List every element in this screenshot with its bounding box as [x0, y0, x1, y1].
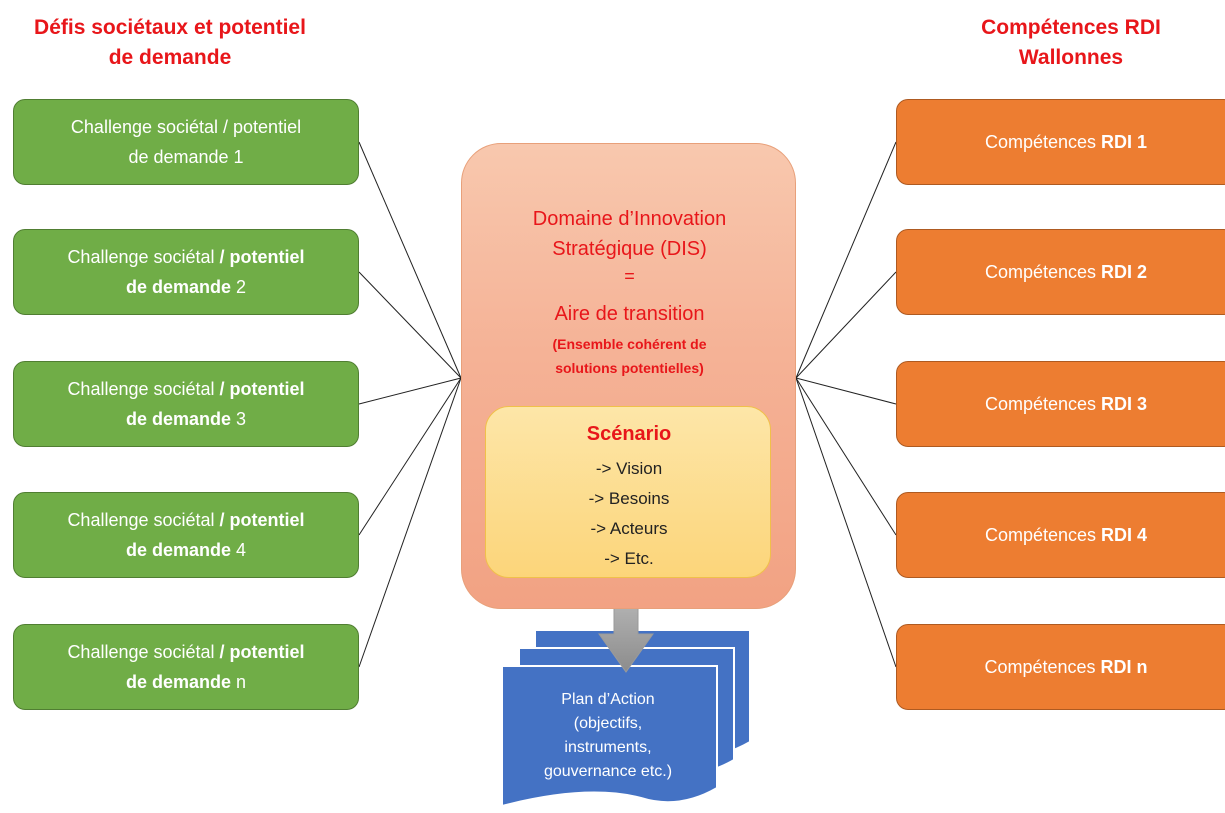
- left-heading: Défis sociétaux et potentiel de demande: [34, 16, 306, 69]
- scenario-box: Scénario -> Vision -> Besoins -> Acteurs…: [485, 406, 771, 578]
- challenge-box-1: Challenge sociétal / potentiel de demand…: [13, 99, 359, 185]
- dis-transition: Aire de transition: [554, 303, 705, 325]
- connector-challenge-1: [358, 141, 462, 379]
- challenge-label: Challenge sociétal / potentiel: [70, 117, 302, 137]
- connector-competence-2: [795, 271, 897, 379]
- challenge-index: 4: [236, 540, 247, 560]
- competence-box-n: Compétences RDI n: [896, 624, 1225, 710]
- connector-challenge-n: [358, 377, 462, 668]
- connector-competence-1: [795, 141, 897, 379]
- dis-equals: =: [624, 266, 635, 286]
- competence-label: Compétences: [984, 393, 1097, 414]
- challenge-label-bold: / potentiel: [219, 379, 305, 399]
- connector-competence-3: [795, 377, 897, 405]
- scenario-item: -> Besoins: [588, 489, 670, 508]
- connector-competence-n: [795, 377, 897, 668]
- challenge-label: Challenge sociétal: [67, 510, 215, 530]
- challenge-label-bold: / potentiel: [219, 510, 305, 530]
- scenario-item: -> Acteurs: [590, 519, 668, 538]
- connector-challenge-2: [358, 271, 462, 379]
- dis-subtitle: (Ensemble cohérent de solutions potentie…: [552, 336, 707, 376]
- competence-box-2: Compétences RDI 2: [896, 229, 1225, 315]
- challenge-label-bold: de demande: [125, 540, 231, 560]
- competence-label: Compétences: [984, 656, 1096, 677]
- challenge-box-3: Challenge sociétal / potentiel de demand…: [13, 361, 359, 447]
- challenge-index: 3: [236, 409, 247, 429]
- competence-label: Compétences: [984, 131, 1097, 152]
- dis-title: Domaine d’Innovation Stratégique (DIS): [532, 208, 727, 260]
- competence-box-4: Compétences RDI 4: [896, 492, 1225, 578]
- plan-document-front: [501, 665, 718, 808]
- challenge-label: Challenge sociétal: [67, 642, 215, 662]
- challenge-box-2: Challenge sociétal / potentiel de demand…: [13, 229, 359, 315]
- competence-rdi: RDI 4: [1101, 524, 1148, 545]
- competence-box-1: Compétences RDI 1: [896, 99, 1225, 185]
- challenge-box-4: Challenge sociétal / potentiel de demand…: [13, 492, 359, 578]
- connector-challenge-3: [358, 377, 462, 405]
- competence-rdi: RDI 1: [1101, 131, 1148, 152]
- competence-rdi: RDI 3: [1101, 393, 1148, 414]
- competence-box-3: Compétences RDI 3: [896, 361, 1225, 447]
- right-heading: Compétences RDI Wallonnes: [981, 16, 1161, 69]
- action-plan-text: Plan d’Action (objectifs, instruments, g…: [543, 691, 673, 780]
- scenario-title: Scénario: [586, 423, 672, 445]
- challenge-index: n: [236, 672, 247, 692]
- challenge-label-bold: de demande: [125, 409, 231, 429]
- challenge-label-bold: / potentiel: [219, 642, 305, 662]
- challenge-label: de demande: [128, 147, 229, 167]
- challenge-label: Challenge sociétal: [67, 379, 215, 399]
- competence-label: Compétences: [984, 261, 1097, 282]
- competence-rdi: RDI 2: [1101, 261, 1148, 282]
- challenge-label-bold: / potentiel: [219, 247, 305, 267]
- scenario-item: -> Vision: [595, 459, 663, 478]
- challenge-box-n: Challenge sociétal / potentiel de demand…: [13, 624, 359, 710]
- scenario-item: -> Etc.: [604, 549, 654, 568]
- competence-rdi: RDI n: [1100, 656, 1148, 677]
- challenge-label-bold: de demande: [125, 277, 231, 297]
- scenario-list: -> Vision -> Besoins -> Acteurs -> Etc.: [486, 454, 772, 574]
- competence-label: Compétences: [984, 524, 1097, 545]
- challenge-index: 2: [236, 277, 247, 297]
- connector-competence-4: [795, 377, 897, 536]
- challenge-index: 1: [233, 147, 244, 167]
- challenge-label-bold: de demande: [125, 672, 231, 692]
- challenge-label: Challenge sociétal: [67, 247, 215, 267]
- connector-challenge-4: [358, 377, 462, 536]
